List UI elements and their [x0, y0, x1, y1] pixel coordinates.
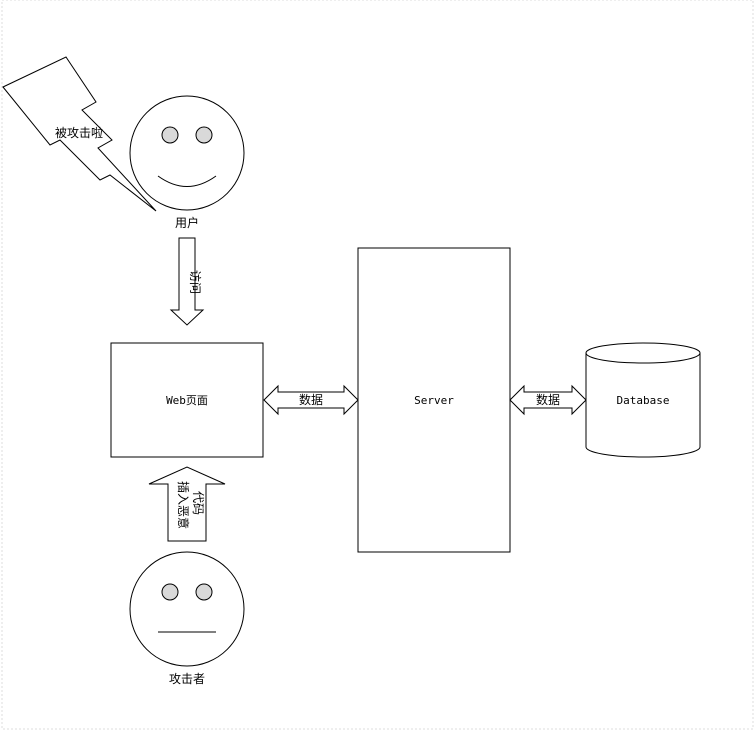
right-eye	[195, 126, 213, 144]
webpage-box	[110, 342, 264, 458]
user-label: 用户	[175, 215, 199, 230]
inject-arrow	[148, 466, 226, 542]
neutral-face-icon	[129, 551, 245, 667]
data-right-label: 数据	[536, 392, 560, 407]
visit-label: 访问	[188, 270, 202, 294]
right-eye	[195, 583, 213, 601]
left-eye	[161, 583, 179, 601]
data-left-label: 数据	[299, 392, 323, 407]
left-eye	[161, 126, 179, 144]
smile-mouth	[157, 175, 217, 187]
visit-arrow	[169, 237, 205, 326]
attacker-label: 攻击者	[169, 672, 205, 686]
inject-label-line1: 插入恶意	[176, 481, 191, 529]
attacked-label: 被攻击啦	[55, 125, 103, 140]
lightning-bolt-icon	[2, 56, 157, 212]
smiley-face-icon	[129, 95, 245, 211]
server-box	[357, 247, 511, 553]
webpage-label: Web页面	[166, 394, 208, 407]
database-label: Database	[617, 394, 670, 407]
cylinder-database-icon	[585, 342, 701, 458]
inject-label-line2: 代码	[191, 491, 205, 515]
server-label: Server	[414, 394, 454, 407]
